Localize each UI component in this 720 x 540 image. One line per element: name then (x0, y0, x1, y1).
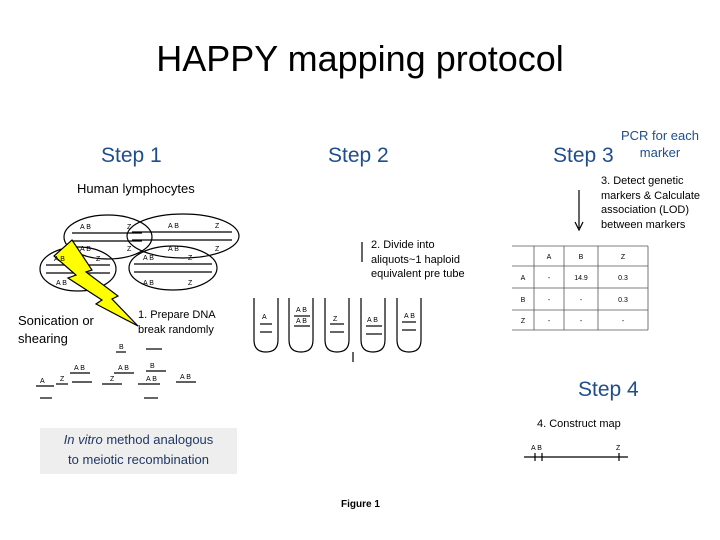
table-column-header: Z (621, 254, 626, 261)
lymphocyte-cell (128, 245, 218, 291)
map-marker-label: Z (616, 445, 621, 452)
sonication-line-2: shearing (18, 331, 68, 346)
step-1-label: Step 1 (101, 144, 162, 167)
tube (288, 298, 314, 353)
table-cell: 0.3 (618, 275, 628, 282)
table-cell: - (580, 318, 583, 325)
sonication-label: Sonication or shearing (18, 312, 94, 348)
marker-label: A B (296, 307, 307, 314)
marker-label: A B (74, 365, 85, 372)
construct-map-label: 4. Construct map (537, 418, 621, 430)
table-column-header: A (547, 254, 552, 261)
sonication-line-1: Sonication or (18, 313, 94, 328)
table-cell: 14.9 (574, 275, 588, 282)
marker-label: A B (143, 280, 154, 287)
table-cell: - (548, 275, 551, 282)
divide-line-1: 2. Divide into (371, 239, 435, 251)
divide-line-2: aliquots~1 haploid (371, 253, 460, 266)
table-cell: - (622, 318, 625, 325)
marker-label: A B (296, 318, 307, 325)
tube (324, 298, 350, 353)
marker-label: A B (80, 224, 91, 231)
tube (396, 298, 422, 353)
in-vitro-emphasis: In vitro (63, 432, 103, 447)
marker-label: A B (118, 365, 129, 372)
table-row-header: B (521, 297, 526, 304)
table-cell: - (548, 318, 551, 325)
marker-label: A B (180, 374, 191, 381)
detect-line-1: 3. Detect genetic (601, 175, 684, 187)
marker-label: Z (188, 255, 193, 262)
marker-label: A B (143, 255, 154, 262)
prepare-line-1: 1. Prepare DNA (138, 309, 216, 321)
tube (253, 298, 279, 353)
marker-label: B (150, 363, 155, 370)
marker-label: Z (127, 246, 132, 253)
step-4-label: Step 4 (578, 378, 639, 401)
marker-label: Z (215, 223, 220, 230)
table-cell: 0.3 (618, 297, 628, 304)
lymphocytes-label: Human lymphocytes (77, 181, 195, 196)
marker-label: A B (168, 246, 179, 253)
lod-table (512, 245, 649, 331)
marker-label: A (40, 378, 45, 385)
marker-label: A (262, 314, 267, 321)
lightning-icon (53, 239, 139, 327)
detect-line-2: markers & Calculate (601, 189, 701, 202)
table-column-header: B (579, 254, 584, 261)
marker-label: Z (60, 376, 65, 383)
pcr-note-line2: marker (639, 145, 681, 160)
step-3-label: Step 3 (553, 144, 614, 167)
marker-label: A B (54, 256, 65, 263)
table-row-header: Z (521, 318, 526, 325)
marker-label: Z (110, 376, 115, 383)
prepare-dna-label: 1. Prepare DNA break randomly (138, 308, 216, 337)
marker-label: A B (404, 313, 415, 320)
pcr-note: PCR for each marker (612, 127, 708, 161)
detect-line-4: between markers (601, 218, 686, 231)
marker-label: Z (127, 224, 132, 231)
detect-markers-label: 3. Detect genetic markers & Calculate as… (601, 174, 700, 232)
step-2-label: Step 2 (328, 144, 389, 167)
marker-label: A B (367, 317, 378, 324)
lymphocyte-cell (63, 214, 153, 260)
page-title: HAPPY mapping protocol (156, 38, 564, 79)
pcr-note-line1: PCR for each (620, 128, 700, 143)
figure-caption: Figure 1 (341, 499, 380, 510)
marker-label: Z (188, 280, 193, 287)
table-cell: - (548, 297, 551, 304)
divide-aliquots-label: 2. Divide into aliquots~1 haploid equiva… (371, 238, 465, 282)
marker-label: B (119, 344, 124, 351)
marker-label: A B (146, 376, 157, 383)
lymphocyte-cell (39, 246, 117, 292)
in-vitro-rest: method analogous (102, 432, 214, 447)
marker-label: A B (80, 246, 91, 253)
marker-label: Z (96, 256, 101, 263)
detect-line-3: association (LOD) (601, 204, 690, 216)
tube (360, 298, 386, 353)
in-vitro-line2: to meiotic recombination (68, 452, 209, 467)
map-marker-label: A B (531, 445, 542, 452)
lymphocyte-cell (126, 213, 240, 259)
marker-label: Z (215, 246, 220, 253)
marker-label: Z (333, 316, 338, 323)
divide-line-3: equivalent pre tube (371, 268, 465, 280)
marker-label: A B (56, 280, 67, 287)
table-cell: - (580, 297, 583, 304)
prepare-line-2: break randomly (138, 323, 214, 336)
in-vitro-note: In vitro method analogous to meiotic rec… (40, 428, 237, 474)
table-row-header: A (521, 275, 526, 282)
marker-label: A B (168, 223, 179, 230)
